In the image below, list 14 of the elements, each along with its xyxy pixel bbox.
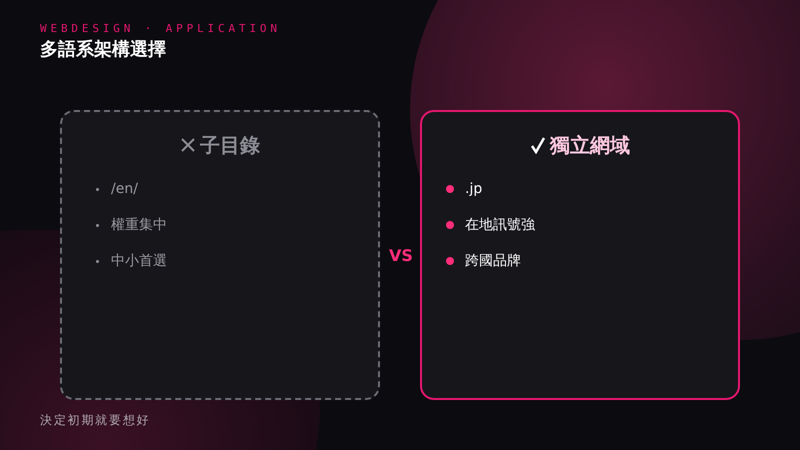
option-card: [420, 110, 740, 400]
versus-text: VS: [389, 245, 413, 267]
card-heading: 獨立網域: [550, 132, 630, 159]
page-title: 多語系架構選擇: [40, 38, 166, 62]
list-item: 權重集中: [111, 216, 167, 234]
footnote-text: 決定初期就要想好: [40, 412, 150, 429]
card-heading: 子目錄: [200, 132, 260, 159]
list-item: 在地訊號強: [465, 216, 535, 234]
list-item: /en/: [111, 180, 138, 198]
list-item: .jp: [465, 180, 482, 198]
list-item: 跨國品牌: [465, 252, 521, 270]
option-card: [60, 110, 380, 400]
list-item: 中小首選: [111, 252, 167, 270]
eyebrow-text: WEBDESIGN · APPLICATION: [40, 21, 281, 37]
